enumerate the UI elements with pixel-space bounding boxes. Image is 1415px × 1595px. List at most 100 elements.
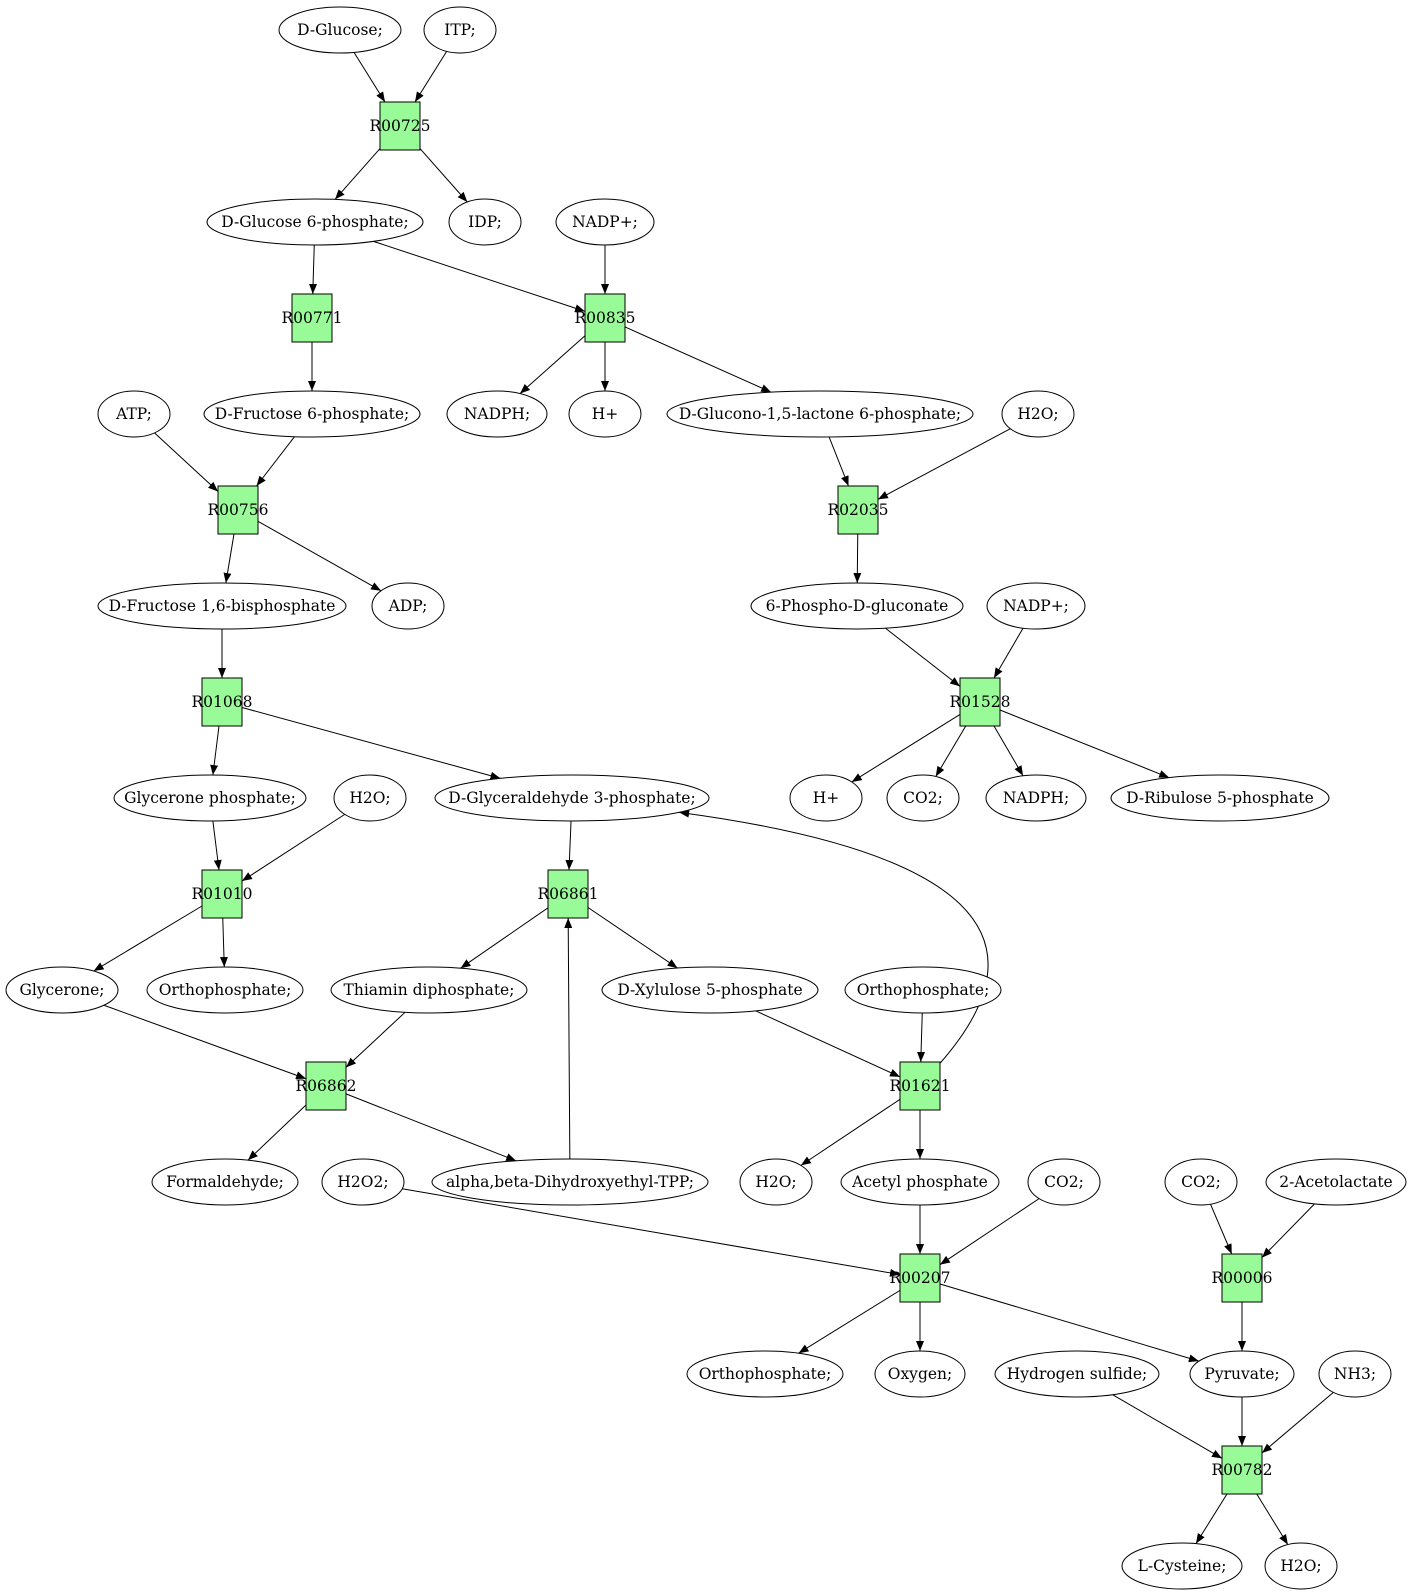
edge-g3p-to-r06861 [565, 820, 574, 871]
edge-pgluconate-to-r01528 [885, 627, 961, 687]
compound-ellipse [333, 774, 407, 822]
node-label: D-Ribulose 5-phosphate [1126, 789, 1314, 807]
compound-node-idp: IDP; [448, 198, 522, 246]
edge-r06861-to-thiamin [460, 907, 549, 969]
node-label: CO2; [1044, 1173, 1084, 1191]
node-label: R00771 [282, 309, 343, 327]
compound-node-tpp: alpha,beta-Dihydroxyethyl-TPP; [431, 1158, 709, 1206]
edge-r01010-to-ortho1 [219, 917, 228, 968]
compound-node-nadp2: NADP+; [986, 582, 1086, 630]
edge-itp-to-r00725 [414, 51, 448, 103]
compound-node-co2b: CO2; [1027, 1158, 1101, 1206]
edge-r01528-to-ribulose [999, 709, 1170, 779]
compound-ellipse [1189, 1350, 1295, 1398]
edge-r01068-to-dhap [210, 725, 220, 776]
node-label: NADPH; [1003, 789, 1069, 807]
reaction-node-r00725: R00725 [370, 101, 430, 151]
compound-node-glycerone: Glycerone; [5, 966, 119, 1014]
node-label: H2O2; [337, 1173, 388, 1191]
node-label: CO2; [1181, 1173, 1221, 1191]
compound-ellipse [985, 774, 1087, 822]
compound-node-nadph1: NADPH; [446, 390, 548, 438]
node-label: Orthophosphate; [857, 981, 990, 999]
node-label: R06862 [296, 1077, 357, 1095]
compound-node-hplus1: H+ [568, 390, 642, 438]
compound-node-h2o2: H2O; [333, 774, 407, 822]
compound-ellipse [986, 582, 1086, 630]
reaction-node-r01528: R01528 [950, 677, 1010, 727]
reaction-node-r01068: R01068 [192, 677, 252, 727]
compound-node-g6p: D-Glucose 6-phosphate; [206, 198, 424, 246]
compound-node-gluconolactone: D-Glucono-1,5-lactone 6-phosphate; [666, 390, 974, 438]
edge-tpp-to-r06861 [564, 917, 573, 1160]
compound-node-xylulose: D-Xylulose 5-phosphate [601, 966, 819, 1014]
edge-r00207-to-pyruvate [939, 1283, 1200, 1363]
compound-node-oxygen: Oxygen; [874, 1350, 966, 1398]
compound-node-atp: ATP; [97, 390, 171, 438]
compound-node-glucose: D-Glucose; [278, 6, 402, 54]
compound-node-nadph2: NADPH; [985, 774, 1087, 822]
compound-ellipse [97, 390, 171, 438]
node-label: alpha,beta-Dihydroxyethyl-TPP; [446, 1173, 694, 1191]
compound-ellipse [994, 1350, 1160, 1398]
node-label: D-Glyceraldehyde 3-phosphate; [448, 789, 695, 807]
edge-r06861-to-xylulose [587, 907, 678, 969]
compound-ellipse [371, 582, 445, 630]
compound-node-g3p: D-Glyceraldehyde 3-phosphate; [434, 774, 710, 822]
compound-node-fbp: D-Fructose 1,6-bisphosphate [97, 582, 347, 630]
compound-ellipse [203, 390, 421, 438]
node-label: R00207 [890, 1269, 951, 1287]
node-label: Orthophosphate; [699, 1365, 832, 1383]
edge-r00725-to-idp [419, 148, 468, 203]
reaction-node-r06861: R06861 [538, 869, 599, 919]
compound-node-adp: ADP; [371, 582, 445, 630]
edge-r06862-to-formaldehyde [247, 1104, 307, 1161]
compound-node-ortho1: Orthophosphate; [146, 966, 304, 1014]
node-label: H2O; [349, 789, 390, 807]
edge-xylulose-to-r01621 [755, 1010, 901, 1078]
edge-r01528-to-nadph2 [993, 725, 1024, 777]
compound-ellipse [750, 582, 964, 630]
node-label: R06861 [538, 885, 599, 903]
node-label: R00756 [208, 501, 269, 519]
compound-ellipse [146, 966, 304, 1014]
edge-r00756-to-fbp [223, 533, 235, 584]
reaction-node-r00835: R00835 [575, 293, 635, 343]
compound-ellipse [423, 6, 497, 54]
edge-r00835-to-nadph1 [519, 335, 586, 394]
reaction-node-r02035: R02035 [828, 485, 888, 535]
edge-thiamin-to-r06862 [345, 1011, 406, 1068]
node-label: Acetyl phosphate [851, 1173, 988, 1191]
reaction-node-r06862: R06862 [296, 1061, 357, 1111]
edge-nh3-to-r00782 [1261, 1392, 1334, 1454]
compound-node-h2o2b: H2O2; [321, 1158, 405, 1206]
compound-ellipse [151, 1158, 299, 1206]
compound-ellipse [1164, 1158, 1238, 1206]
node-label: IDP; [468, 213, 502, 231]
node-label: R01010 [192, 885, 253, 903]
node-label: CO2; [903, 789, 943, 807]
edge-ortho2-to-r01621 [917, 1012, 926, 1063]
compound-node-ortho2: Orthophosphate; [844, 966, 1002, 1014]
node-label: Thiamin diphosphate; [344, 981, 515, 999]
edge-r00725-to-g6p [334, 148, 381, 200]
compound-ellipse [874, 1350, 966, 1398]
edge-r01621-to-h2o3 [800, 1098, 901, 1166]
compound-node-h2s: Hydrogen sulfide; [994, 1350, 1160, 1398]
edge-atp-to-r00756 [154, 432, 219, 492]
node-label: Formaldehyde; [166, 1173, 284, 1191]
compound-ellipse [431, 1158, 709, 1206]
node-label: Orthophosphate; [159, 981, 292, 999]
compound-node-co2a: CO2; [886, 774, 960, 822]
compound-ellipse [601, 966, 819, 1014]
compound-node-formaldehyde: Formaldehyde; [151, 1158, 299, 1206]
reaction-node-r01621: R01621 [890, 1061, 950, 1111]
reaction-box [959, 677, 1001, 727]
edge-g6p-to-r00835 [373, 240, 586, 313]
edge-h2o2b-to-r00207 [402, 1188, 901, 1277]
reaction-box [379, 101, 421, 151]
node-label: Oxygen; [888, 1365, 953, 1383]
compound-ellipse [840, 1158, 1000, 1206]
node-label: Glycerone; [19, 981, 104, 999]
edge-r00835-to-gluconolactone [624, 326, 772, 393]
